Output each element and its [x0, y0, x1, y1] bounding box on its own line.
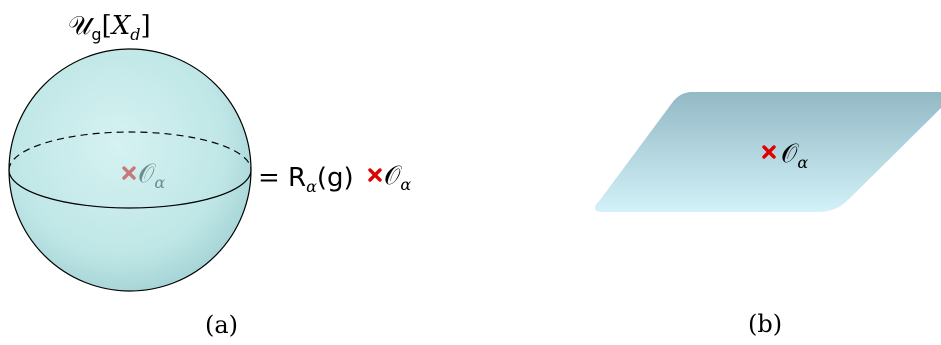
sphere-label: 𝒰g[Xd]: [68, 11, 151, 44]
sphere-equator-front: [8, 169, 252, 209]
rep-arg: (g): [317, 163, 354, 193]
plane-operator-marker: [762, 145, 776, 159]
sphere-label-bracket-open: [: [102, 11, 112, 41]
sphere-label-var: X: [110, 11, 132, 41]
sphere-label-bracket-close: ]: [140, 11, 150, 41]
sphere-label-var-sub: d: [130, 25, 140, 44]
sphere-equator-back: [8, 131, 252, 171]
caption-a: (a): [205, 311, 238, 339]
sphere-label-sub: g: [91, 25, 101, 44]
operator-inside-main: 𝒪: [138, 159, 156, 189]
rep-sub: α: [306, 177, 317, 196]
rep-main: R: [288, 163, 306, 193]
panel-b: 𝒪α (b): [594, 92, 941, 338]
rep-term: Rα(g): [288, 163, 354, 196]
rhs-operator-sub: α: [400, 175, 411, 194]
caption-b: (b): [748, 310, 782, 338]
operator-marker-faded: [122, 166, 136, 180]
rhs-operator: 𝒪α: [384, 161, 411, 194]
operator-inside-sub: α: [154, 173, 165, 192]
sphere-label-main: 𝒰: [68, 11, 95, 41]
rhs-operator-main: 𝒪: [384, 161, 402, 191]
operator-label-inside: 𝒪α: [138, 159, 165, 192]
plane-operator-sub: α: [797, 153, 808, 172]
plane-operator-main: 𝒪: [781, 139, 799, 169]
plane-operator: 𝒪α: [781, 139, 808, 172]
panel-a: 𝒰g[Xd] 𝒪α = Rα(g) 𝒪α (a): [8, 11, 411, 339]
equals-sign: =: [258, 163, 280, 193]
operator-marker-red: [368, 168, 382, 182]
